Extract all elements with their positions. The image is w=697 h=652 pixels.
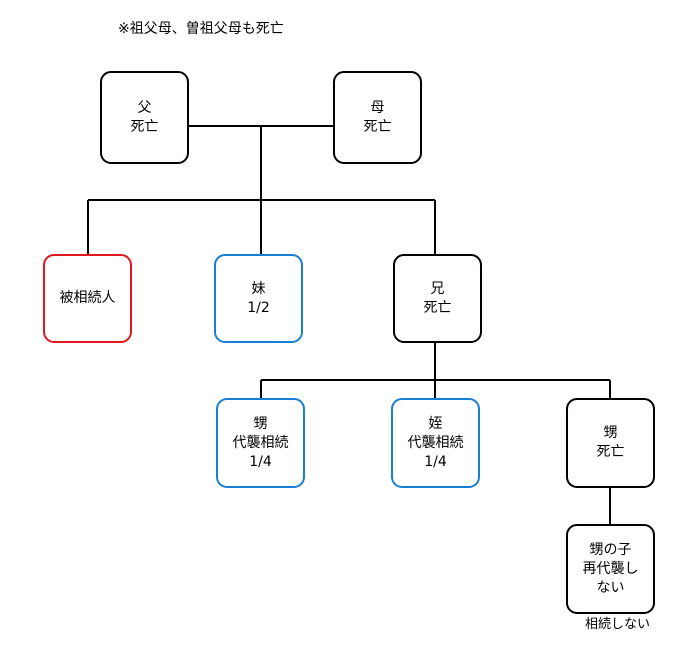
footnote-text: 相続しない bbox=[585, 617, 651, 632]
nephew-deceased-status: 死亡 bbox=[596, 444, 625, 460]
deceased-node: 被相続人 bbox=[43, 254, 132, 343]
nephew-deceased-node: 甥 死亡 bbox=[566, 398, 655, 488]
mother-node: 母 死亡 bbox=[333, 71, 422, 164]
nephew-label: 甥 bbox=[253, 415, 268, 432]
father-node: 父 死亡 bbox=[100, 71, 189, 164]
brother-status: 死亡 bbox=[423, 299, 452, 316]
nephew-inheritance: 代襲相続 bbox=[232, 434, 289, 451]
grandnephew-status-cont: ない bbox=[596, 579, 625, 596]
niece-label: 姪 bbox=[428, 415, 443, 432]
father-status: 死亡 bbox=[130, 118, 159, 135]
note-text: ※祖父母、曽祖父母も死亡 bbox=[118, 21, 284, 37]
mother-label: 母 bbox=[370, 99, 385, 116]
mother-status: 死亡 bbox=[363, 118, 392, 135]
sister-share: 1/2 bbox=[247, 299, 270, 316]
sister-node: 妹 1/2 bbox=[214, 254, 303, 343]
niece-node: 姪 代襲相続 1/4 bbox=[391, 398, 480, 488]
grandnephew-node: 甥の子 再代襲し ない bbox=[566, 524, 655, 614]
niece-inheritance: 代襲相続 bbox=[407, 434, 464, 451]
sister-label: 妹 bbox=[251, 280, 266, 297]
brother-node: 兄 死亡 bbox=[393, 254, 482, 343]
grandnephew-status: 再代襲し bbox=[582, 560, 639, 577]
nephew-node: 甥 代襲相続 1/4 bbox=[216, 398, 305, 488]
brother-label: 兄 bbox=[430, 280, 445, 297]
niece-share: 1/4 bbox=[424, 453, 447, 470]
nephew-share: 1/4 bbox=[249, 453, 272, 470]
deceased-label: 被相続人 bbox=[59, 290, 116, 306]
father-label: 父 bbox=[137, 99, 152, 116]
grandnephew-label: 甥の子 bbox=[589, 541, 632, 558]
nephew-deceased-label: 甥 bbox=[603, 425, 618, 441]
